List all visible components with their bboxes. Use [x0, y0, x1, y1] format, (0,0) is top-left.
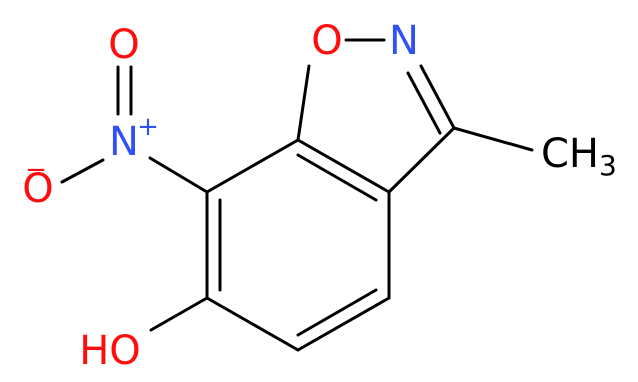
- bond-nitro-n-o-single: [60, 158, 105, 184]
- bond-c7a-c7: [205, 138, 300, 194]
- charge-minus-label: −: [25, 155, 47, 185]
- bond-n2-c3-double-inner: [406, 71, 442, 135]
- bond-c3-methyl: [452, 126, 534, 152]
- atom-ring-nitrogen: N: [389, 18, 419, 64]
- bond-c3a-c7a-double-outer: [296, 138, 391, 194]
- bond-c5-c4-double-outer: [296, 296, 391, 352]
- methyl-subscript: 3: [599, 149, 617, 182]
- bond-c3-c3a: [387, 126, 456, 194]
- atom-hydroxyl: HO: [79, 328, 141, 374]
- bond-c7-nitro-n: [148, 156, 209, 194]
- methyl-symbol: CH: [541, 131, 599, 177]
- bond-c6-c5: [205, 296, 300, 352]
- atom-ring-oxygen: O: [311, 18, 342, 64]
- charge-plus-label: +: [137, 112, 159, 142]
- atom-labels-group: O N N + O O − HO CH3: [22, 18, 617, 374]
- bond-c7a-o1: [296, 64, 311, 142]
- bonds-group: [60, 38, 534, 352]
- atom-nitro-oxygen-single: O: [22, 166, 53, 212]
- bond-n2-c3-double-outer: [419, 64, 456, 130]
- atom-methyl: CH3: [541, 131, 617, 182]
- atom-nitro-oxygen-double: O: [108, 22, 139, 68]
- bond-c6-hydroxyl: [149, 296, 209, 332]
- atom-nitro-nitrogen: N: [109, 119, 139, 165]
- bond-c5-c4-double-inner: [296, 288, 378, 337]
- bond-c3a-c7a-double-inner: [296, 153, 378, 202]
